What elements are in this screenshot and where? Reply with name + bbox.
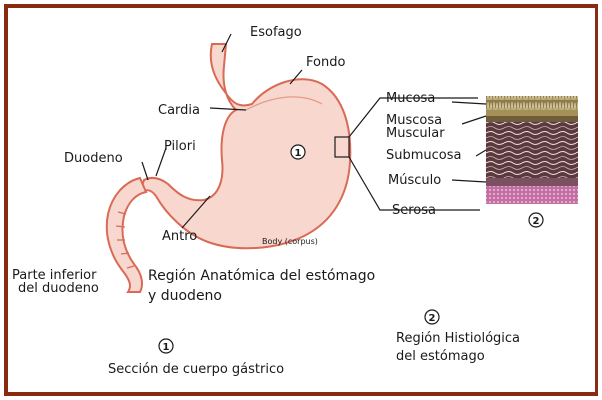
label-pilori: Pilori xyxy=(164,139,196,154)
histology-layers xyxy=(486,96,578,204)
marker-2-histology: 2 xyxy=(529,213,543,227)
svg-text:1: 1 xyxy=(295,148,302,159)
label-mucosa: Mucosa xyxy=(386,91,435,106)
marker-1-caption: 1 xyxy=(159,339,173,353)
stomach-shape xyxy=(107,44,351,292)
label-duodeno: Duodeno xyxy=(64,151,123,166)
layer-serosa-band xyxy=(486,186,578,204)
marker-2-caption: 2 xyxy=(425,310,439,324)
caption-seccion-cuerpo: Sección de cuerpo gástrico xyxy=(108,362,284,377)
layer-muscosa-band xyxy=(486,110,578,116)
label-muscular: Muscular xyxy=(386,126,445,141)
caption-region-anatomica: Región Anatómica del estómago xyxy=(148,268,375,284)
label-antro: Antro xyxy=(162,229,197,244)
marker-1-in-stomach: 1 xyxy=(291,145,305,159)
layer-submucosa-band xyxy=(486,122,578,178)
label-cardia: Cardia xyxy=(158,103,200,118)
svg-text:1: 1 xyxy=(163,342,170,353)
label-body: Body (corpus) xyxy=(262,237,318,246)
label-del-duodeno: del duodeno xyxy=(18,281,99,296)
label-submucosa: Submucosa xyxy=(386,148,462,163)
caption-del-estomago: del estómago xyxy=(396,349,485,364)
label-serosa: Serosa xyxy=(392,203,436,218)
svg-text:2: 2 xyxy=(429,313,436,324)
svg-text:2: 2 xyxy=(533,216,540,227)
caption-y-duodeno: y duodeno xyxy=(148,288,222,304)
label-fondo: Fondo xyxy=(306,55,345,70)
layer-mucosa-band xyxy=(486,96,578,110)
layer-musculo-band xyxy=(486,178,578,186)
layer-muscular-band xyxy=(486,116,578,122)
label-esofago: Esofago xyxy=(250,25,302,40)
caption-region-histologica: Región Histiológica xyxy=(396,331,520,346)
label-musculo: Músculo xyxy=(388,173,441,188)
duodenum-shape xyxy=(107,178,146,292)
